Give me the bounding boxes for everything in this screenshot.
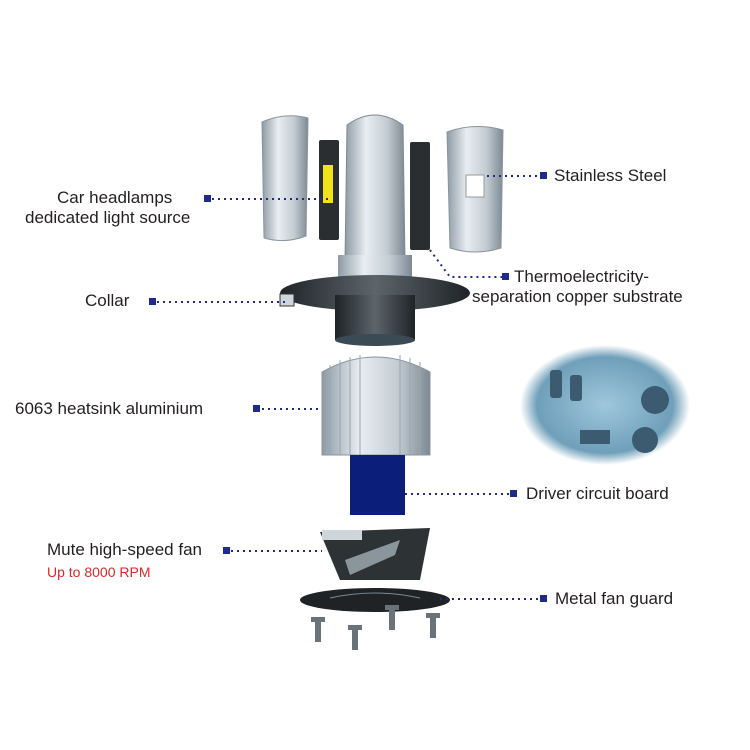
label-collar: Collar: [85, 291, 130, 310]
label-thermo-line1: Thermoelectricity-: [514, 267, 650, 286]
label-fan: Mute high-speed fan: [47, 540, 202, 559]
metal-fan-guard: [300, 588, 450, 612]
label-fan-rpm: Up to 8000 RPM: [47, 564, 151, 580]
collar-ring: [280, 275, 470, 311]
label-headlamp-line2: dedicated light source: [25, 208, 191, 227]
label-thermo-line2: separation copper substrate: [472, 287, 683, 306]
leader-lines: [157, 175, 540, 600]
leader-markers: [149, 172, 547, 602]
right-copper-substrate: [410, 142, 430, 250]
heatsink: [321, 355, 431, 456]
left-stainless-shield: [261, 115, 309, 242]
fan: [320, 528, 430, 580]
bulb-tube: [344, 114, 406, 263]
label-stainless-steel: Stainless Steel: [554, 166, 667, 185]
label-headlamp-line1: Car headlamps: [57, 188, 173, 207]
label-fan-guard: Metal fan guard: [555, 589, 674, 608]
label-heatsink: 6063 heatsink aluminium: [15, 399, 204, 418]
label-driver-board: Driver circuit board: [526, 484, 669, 503]
screws: [311, 605, 440, 650]
driver-circuit-board: [350, 455, 405, 515]
